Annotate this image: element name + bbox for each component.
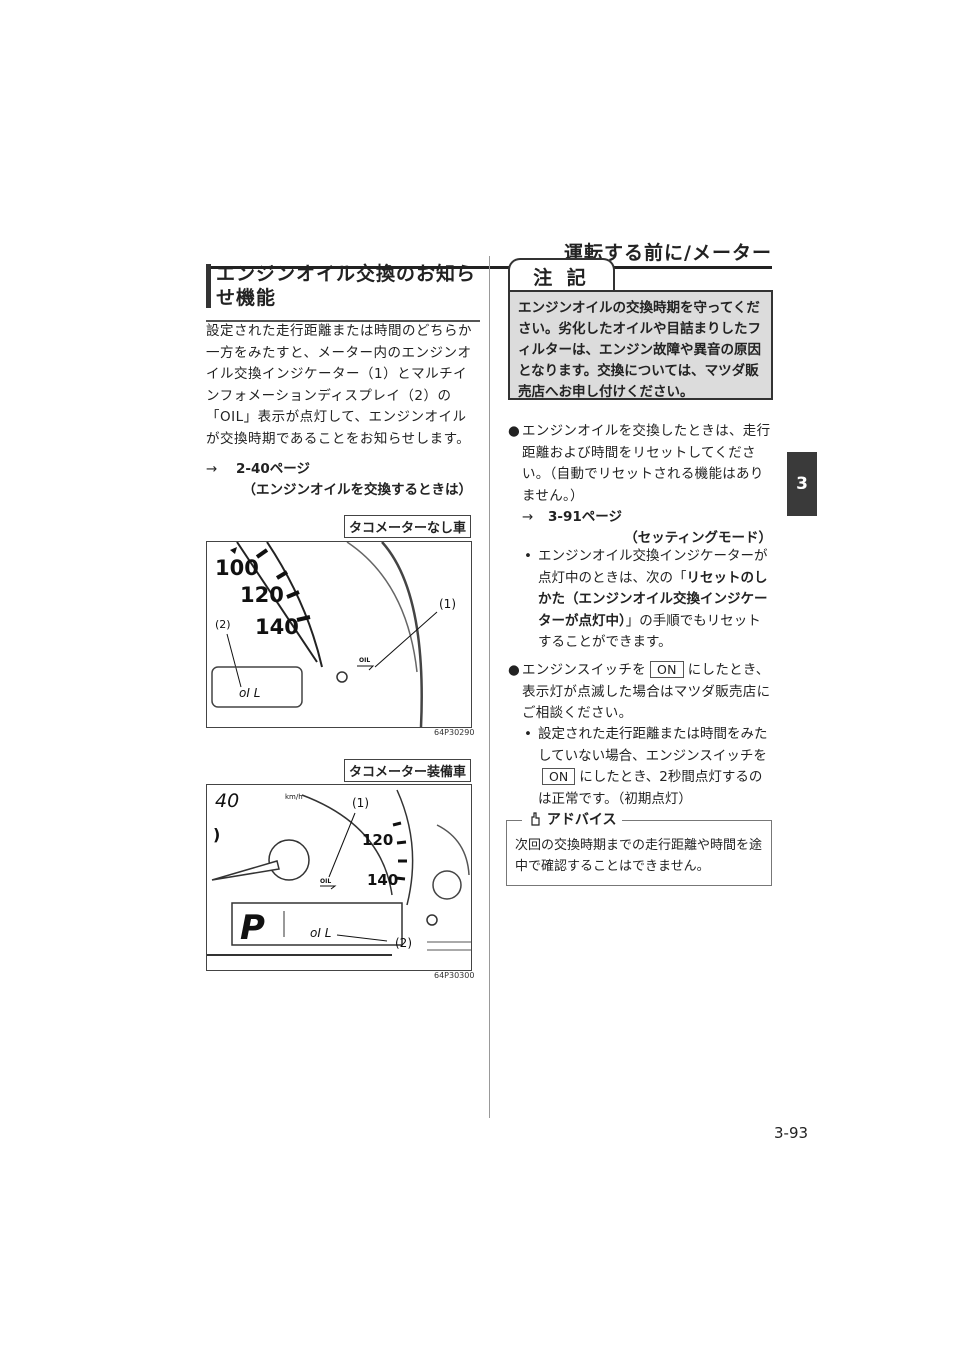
reset-procedure-name: リセットのしかた（エンジンオイル交換インジケーターが点灯中） — [538, 569, 768, 629]
sub-bullet-dot: • — [524, 548, 532, 564]
sub-bullet-dot-2: • — [524, 726, 532, 742]
callout-1-b: (1) — [352, 796, 369, 810]
ref-page: 2-40ページ — [236, 461, 311, 477]
gauge-140: 140 — [255, 615, 299, 639]
gear-p: P — [240, 908, 265, 948]
on-key-label-2: ON — [542, 768, 576, 785]
page-number: 3-93 — [774, 1124, 809, 1142]
bullet-dot-2: ● — [508, 662, 521, 678]
title-bar — [206, 264, 211, 308]
section-title-line1: エンジンオイル交換のお知ら — [216, 263, 477, 285]
gauge-40: 40 — [215, 790, 239, 812]
ref-subtitle-2: （セッティングモード） — [624, 530, 772, 546]
advice-label: アドバイス — [522, 809, 623, 829]
sub-bullet-1-text: エンジンオイル交換インジケーターが点灯中のときは、次の「リセットのしかた（エンジ… — [538, 548, 768, 650]
svg-text:): ) — [213, 825, 220, 844]
ref-arrow-2: → — [522, 509, 534, 525]
ref-arrow: → — [206, 461, 218, 477]
gauge-140-b: 140 — [367, 871, 398, 889]
caution-heading: 注 記 — [508, 258, 615, 292]
figure1-label: タコメーターなし車 — [343, 515, 471, 538]
figure2-label: タコメーター装備車 — [343, 759, 471, 782]
section-title-line2: せ機能 — [216, 287, 277, 309]
bullet-dot: ● — [508, 423, 521, 439]
callout-2-b: (2) — [395, 936, 412, 950]
callout-1: (1) — [439, 597, 456, 611]
gauge-120-b: 120 — [362, 831, 393, 849]
advice-box: 次回の交換時期までの走行距離や時間を途中で確認することはできません。 — [506, 820, 772, 886]
caution-box: エンジンオイルの交換時期を守ってください。劣化したオイルや目詰まりしたフィルター… — [508, 290, 773, 400]
column-divider — [489, 256, 490, 1118]
intro-paragraph: 設定された走行距離または時間のどちらか一方をみたすと、メーター内のエンジンオイル… — [206, 323, 472, 447]
oil-indicator-text: OIL — [359, 657, 370, 664]
chapter-tab: 3 — [787, 452, 817, 516]
gauge-120: 120 — [240, 583, 284, 607]
figure2-meter: 40 km/h ) 120 140 (1) OIL P oI L (2) — [206, 784, 472, 971]
on-key-label: ON — [649, 661, 684, 678]
bullet-1: ● エンジンオイルを交換したときは、走行距離および時間をリセットしてください。（… — [508, 421, 773, 507]
display-oil-text: oI L — [239, 686, 260, 700]
ref-subtitle: （エンジンオイルを交換するときは） — [242, 482, 473, 498]
ref-page-2: 3-91ページ — [548, 509, 623, 525]
meter-illustration-1: 100 120 140 (2) (1) oI L OIL — [211, 542, 456, 727]
running-header: 運転する前に/メーター — [564, 242, 772, 264]
advice-label-text: アドバイス — [546, 812, 617, 828]
meter-illustration-2: 40 km/h ) 120 140 (1) OIL P oI L (2) — [207, 789, 471, 956]
hand-pointer-icon — [531, 812, 540, 826]
oil-indicator-text-b: OIL — [320, 878, 331, 885]
section-title: エンジンオイル交換のお知ら せ機能 — [206, 258, 480, 322]
figure1-meter: 100 120 140 (2) (1) oI L OIL — [206, 541, 472, 728]
bullet-1-text: エンジンオイルを交換したときは、走行距離および時間をリセットしてください。（自動… — [522, 423, 771, 504]
gauge-100: 100 — [215, 556, 259, 580]
callout-2: (2) — [215, 618, 231, 631]
figure2-code: 64P30300 — [434, 971, 475, 980]
sub-bullet-1: • エンジンオイル交換インジケーターが点灯中のときは、次の「リセットのしかた（エ… — [524, 546, 772, 654]
display-oil-text-b: oI L — [310, 926, 331, 940]
unit-kmh: km/h — [285, 793, 303, 801]
figure1-code: 64P30290 — [434, 728, 475, 737]
